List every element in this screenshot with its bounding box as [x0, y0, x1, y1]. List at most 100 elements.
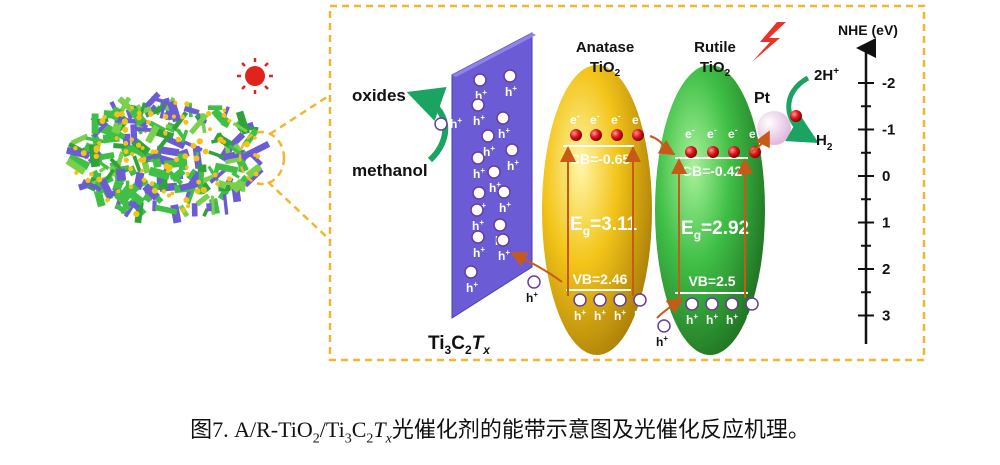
particle-dot	[162, 113, 169, 120]
particle-flake	[109, 157, 125, 173]
mxene-holes: h+h+h+h+h+h+h+h+h+h+h+h+h+h+h+	[464, 69, 519, 295]
rutile-title: Rutile	[694, 39, 736, 56]
particle-flake	[208, 150, 225, 159]
hole-carrier	[593, 293, 607, 307]
electron-carrier	[685, 146, 697, 158]
particle-flake	[175, 128, 186, 139]
particle-dot	[166, 193, 172, 198]
particle-dot	[212, 172, 218, 178]
methanol-label: methanol	[352, 161, 428, 180]
particle-flake	[65, 157, 87, 175]
hole-carrier	[573, 293, 587, 307]
particle-flake	[228, 144, 242, 156]
particle-flake	[209, 168, 227, 184]
figure-caption: 图7. A/R-TiO2/Ti3C2Tx光催化剂的能带示意图及光催化反应机理。	[190, 417, 810, 447]
axis-tick-label: 1	[882, 215, 890, 232]
particle-dot	[183, 119, 189, 125]
rutile-cb-label: CB=-0.42	[682, 163, 743, 179]
particle-dot	[243, 141, 251, 148]
mechanism-diagram: h+h+h+h+h+h+h+h+h+h+h+h+h+h+h+ Ti3C2Tx o…	[65, 4, 926, 362]
particle-flake	[134, 126, 153, 133]
particle-dot	[253, 135, 257, 140]
particle-flake	[224, 157, 242, 165]
particle-dot	[226, 176, 233, 182]
electron-carrier	[728, 146, 740, 158]
particle-flake	[211, 107, 227, 124]
particle-dot	[196, 138, 203, 145]
particle-dot	[180, 208, 186, 214]
particle-dot	[217, 136, 224, 143]
svg-text:h+: h+	[526, 290, 538, 305]
particle-flake	[213, 162, 221, 174]
particle-dot	[73, 145, 78, 151]
particle-flake	[142, 183, 160, 201]
particle-flake	[156, 134, 171, 151]
hole-carrier	[725, 297, 739, 311]
hole-carrier	[685, 297, 699, 311]
particle-flake	[67, 153, 91, 171]
particle-flake	[249, 153, 263, 166]
axis-tick-label: -1	[882, 122, 895, 139]
electron-label: e-	[611, 111, 621, 127]
particle-flake	[125, 108, 133, 120]
particle-dot	[173, 100, 178, 105]
particle-dot	[136, 114, 142, 121]
particle-flake	[98, 177, 115, 200]
particle-dot	[102, 114, 107, 120]
rutile-formula: TiO2	[700, 59, 731, 79]
particle-flake	[232, 122, 248, 133]
particle-dot	[129, 137, 134, 142]
particle-dot	[114, 111, 121, 118]
particle-dot	[253, 171, 259, 177]
particle-dot	[99, 118, 106, 125]
hole-carrier	[633, 293, 647, 307]
particle-flake	[231, 187, 242, 203]
particle-dot	[116, 189, 121, 194]
electron-label: e-	[685, 125, 695, 141]
mxene-label: Ti3C2Tx	[428, 333, 491, 357]
anatase-formula: TiO2	[590, 59, 621, 79]
particle-flake	[150, 96, 169, 105]
axis-tick-label: 3	[882, 308, 890, 325]
particle-flake	[98, 160, 110, 171]
particle-flake	[246, 140, 271, 158]
particle-dot	[163, 163, 170, 170]
particle-dot	[85, 177, 91, 184]
particle-flake	[195, 193, 211, 207]
particle-dot	[194, 188, 201, 194]
electron-label: e-	[707, 125, 717, 141]
migrating-hole-left: h+	[526, 275, 541, 305]
rutile-particle	[655, 65, 765, 355]
anatase-eg-label: Eg=3.11	[570, 214, 637, 238]
electron-label: e-	[632, 111, 642, 127]
hole-carrier	[613, 293, 627, 307]
particle-flake	[148, 166, 171, 181]
particle-dot	[193, 155, 200, 162]
particle-dot	[130, 152, 135, 157]
particle-dot	[128, 166, 134, 172]
hydrogen-pathway-arrow	[785, 75, 819, 143]
particle-dot	[227, 118, 232, 123]
particle-dot	[161, 189, 167, 194]
anatase-particle	[542, 65, 652, 355]
zoom-frame	[328, 4, 926, 362]
hydrogen-label: H2	[816, 132, 833, 153]
particle-dot	[215, 181, 220, 186]
particle-flake	[210, 195, 216, 215]
particle-flake	[244, 168, 264, 188]
particle-flake	[132, 155, 142, 173]
particle-flake	[70, 133, 89, 146]
transfer-arrows	[510, 130, 770, 319]
particle-flake	[133, 171, 145, 190]
composite-particle-image	[65, 91, 271, 224]
particle-flake	[245, 163, 263, 179]
particle-dot	[141, 158, 147, 164]
particle-flake	[105, 168, 116, 181]
particle-flake	[235, 110, 250, 135]
electron-carrier	[632, 129, 644, 141]
particle-dot	[140, 146, 145, 150]
particle-dot	[163, 130, 168, 135]
particle-flake	[142, 91, 161, 111]
hole-carrier	[705, 297, 719, 311]
zoom-connector	[238, 93, 331, 241]
